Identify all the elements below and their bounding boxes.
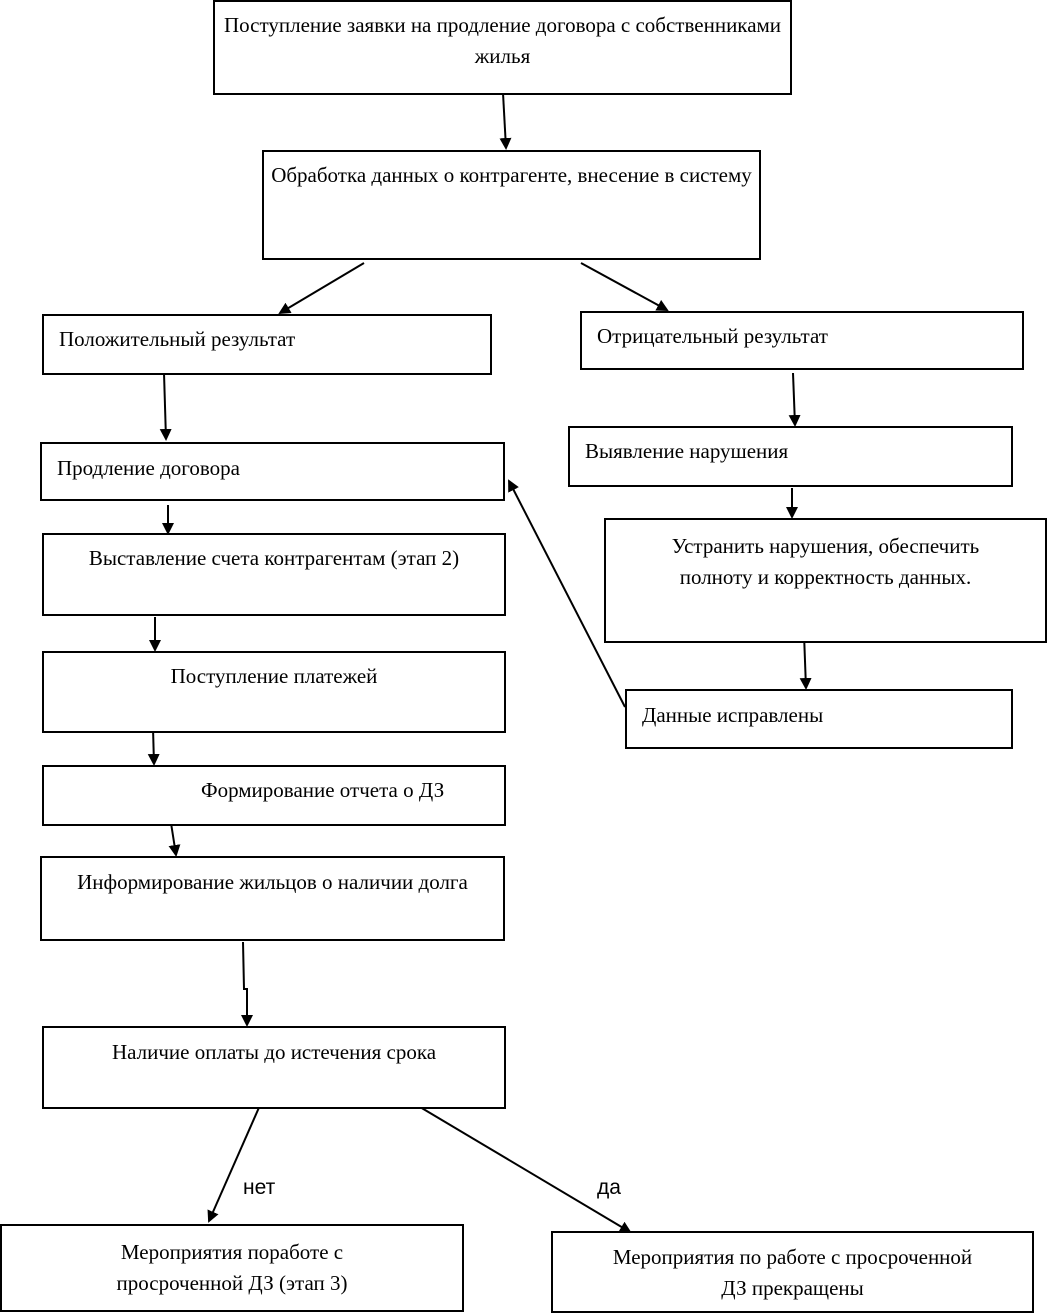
node-detect-text: Выявление нарушения	[585, 439, 789, 463]
arrow-corrected-to-extension	[508, 479, 626, 708]
arrow-request-to-processing	[499, 92, 512, 150]
arrow-inform-to-check	[241, 941, 253, 1027]
node-positive-text: Положительный результат	[59, 327, 296, 351]
node-positive: Положительный результат	[42, 314, 492, 375]
arrow-payments-to-report	[147, 727, 160, 766]
node-invoice-text: Выставление счета контрагентам (этап 2)	[88, 546, 460, 570]
node-request: Поступление заявки на продление договора…	[213, 0, 792, 95]
node-extension-text: Продление договора	[57, 456, 240, 480]
node-check: Наличие оплаты до истечения срока	[42, 1026, 506, 1109]
node-report-text: Формирование отчета о ДЗ	[201, 778, 445, 802]
node-detect: Выявление нарушения	[568, 426, 1013, 487]
node-fix: Устранить нарушения, обеспечить полноту …	[604, 518, 1047, 643]
arrow-positive-to-extension	[159, 372, 172, 441]
arrow-check-to-stage3	[207, 1102, 262, 1223]
arrow-processing-to-positive	[278, 262, 365, 315]
node-payments: Поступление платежей	[42, 651, 506, 733]
node-inform: Информирование жильцов о наличии долга	[40, 856, 505, 941]
edge-label-yes: да	[597, 1176, 621, 1199]
node-fix-text: Устранить нарушения, обеспечить полноту …	[671, 534, 980, 589]
node-check-text: Наличие оплаты до истечения срока	[111, 1040, 437, 1064]
node-payments-text: Поступление платежей	[170, 664, 378, 688]
node-negative-text: Отрицательный результат	[597, 324, 828, 348]
node-processing: Обработка данных о контрагенте, внесение…	[262, 150, 761, 260]
arrow-negative-to-detect	[788, 372, 801, 427]
node-stopped-text: Мероприятия по работе с просроченной ДЗ …	[612, 1245, 973, 1300]
arrow-processing-to-negative	[580, 262, 669, 311]
node-request-text: Поступление заявки на продление договора…	[223, 13, 782, 68]
arrow-fix-to-corrected	[799, 633, 812, 690]
edge-label-no: нет	[243, 1176, 276, 1199]
node-stopped: Мероприятия по работе с просроченной ДЗ …	[551, 1231, 1034, 1313]
arrow-check-to-stopped	[419, 1106, 632, 1234]
node-inform-text: Информирование жильцов о наличии долга	[77, 870, 468, 894]
node-negative: Отрицательный результат	[580, 311, 1024, 370]
node-extension: Продление договора	[40, 442, 505, 501]
node-stage3: Мероприятия поработе с просроченной ДЗ (…	[0, 1224, 464, 1312]
node-corrected-text: Данные исправлены	[642, 703, 824, 727]
node-processing-text: Обработка данных о контрагенте, внесение…	[271, 163, 752, 187]
node-stage3-text: Мероприятия поработе с просроченной ДЗ (…	[116, 1240, 348, 1295]
node-invoice: Выставление счета контрагентам (этап 2)	[42, 533, 506, 616]
arrow-report-to-inform	[168, 822, 181, 857]
node-report: Формирование отчета о ДЗ	[42, 765, 506, 826]
node-corrected: Данные исправлены	[625, 689, 1013, 749]
